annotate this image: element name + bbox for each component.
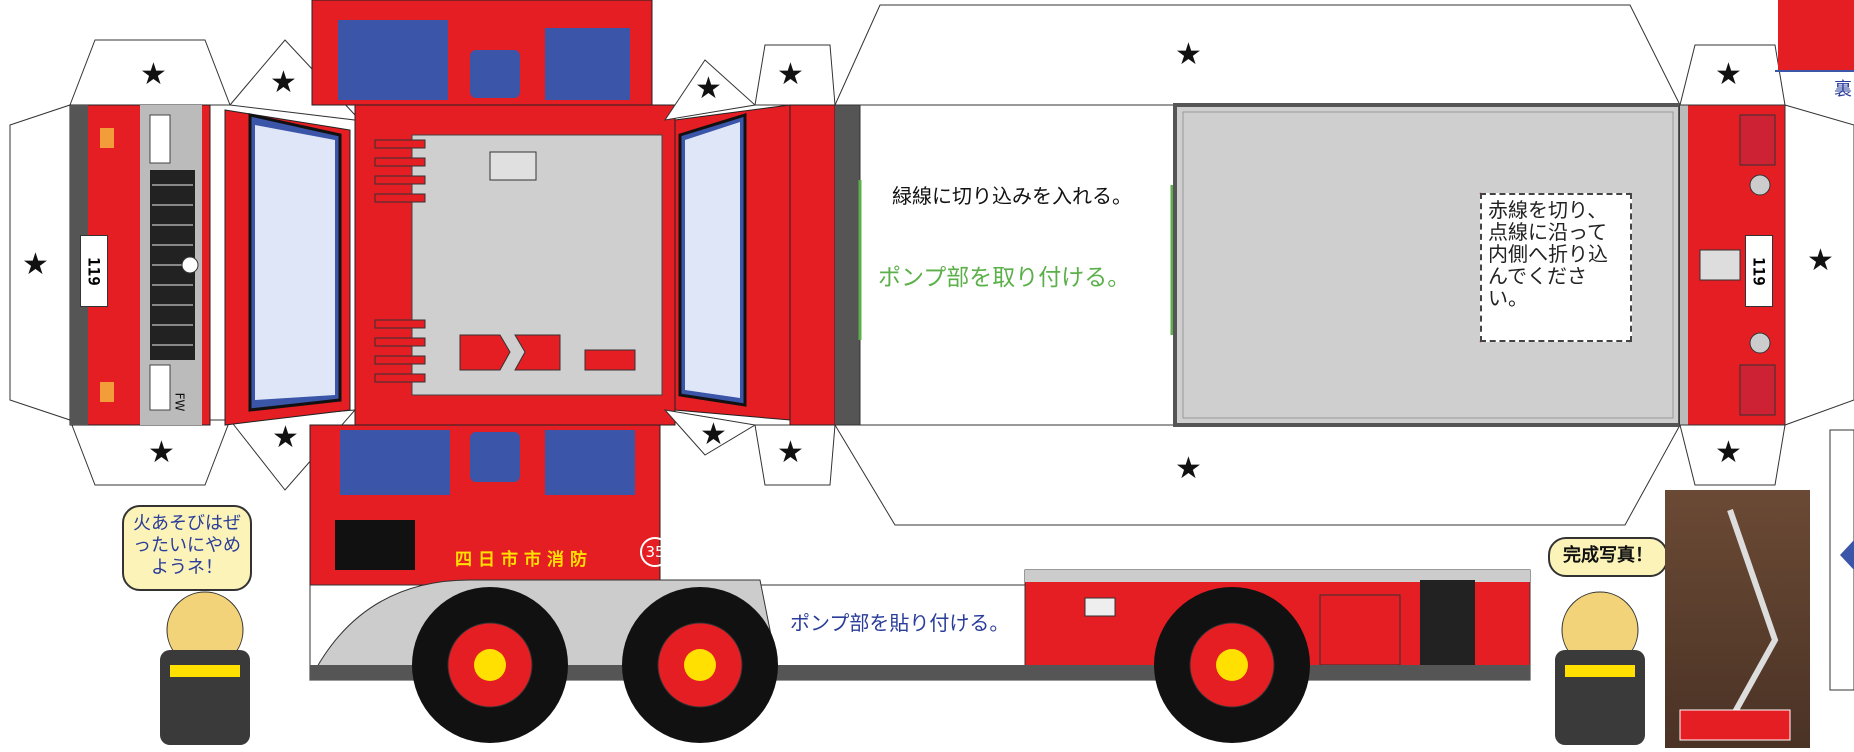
star-icon: ★	[140, 57, 167, 92]
mascot-left	[160, 591, 250, 745]
rear-plate: 119	[1745, 235, 1773, 307]
fold-note: 赤線を切り、点線に沿って内側へ折り込んでください。	[1480, 193, 1632, 342]
bumper-label: FW	[172, 392, 187, 412]
completed-photo	[1665, 490, 1810, 748]
star-icon: ★	[148, 435, 175, 470]
star-icon: ★	[700, 417, 727, 452]
star-icon: ★	[1715, 435, 1742, 470]
door-name: 四日市市消防	[455, 550, 593, 570]
glue-tab	[663, 59, 757, 121]
star-icon: ★	[1175, 37, 1202, 72]
glue-tab	[1679, 424, 1786, 486]
cut-panel	[859, 104, 1176, 426]
star-icon: ★	[777, 435, 804, 470]
attach-instruction: ポンプ部を取り付ける。	[878, 265, 1131, 291]
wheel	[622, 587, 778, 743]
back-label: 裏	[1834, 79, 1852, 100]
front-plate: 119	[80, 235, 108, 307]
glue-tab	[663, 409, 757, 456]
glue-tab	[834, 4, 1681, 106]
star-icon: ★	[22, 247, 49, 282]
star-icon: ★	[272, 420, 299, 455]
wheel	[1154, 587, 1310, 743]
paste-instruction: ポンプ部を貼り付ける。	[790, 611, 1010, 635]
glue-tab	[1679, 44, 1786, 106]
star-icon: ★	[1807, 243, 1834, 278]
glue-tab	[834, 424, 1681, 526]
star-icon: ★	[270, 65, 297, 100]
star-icon: ★	[1175, 451, 1202, 486]
right-speech-bubble: 完成写真！	[1548, 537, 1668, 577]
star-icon: ★	[1715, 57, 1742, 92]
wheel	[412, 587, 568, 743]
star-icon: ★	[777, 57, 804, 92]
ladder-truck-icon	[1679, 509, 1791, 741]
cut-instruction: 緑線に切り込みを入れる。	[892, 184, 1132, 208]
mascot-right	[1555, 591, 1645, 745]
unit-number: 35	[640, 537, 670, 567]
left-speech-bubble: 火あそびはぜったいにやめようネ！	[122, 505, 252, 591]
star-icon: ★	[695, 71, 722, 106]
glue-tab	[1784, 104, 1854, 426]
